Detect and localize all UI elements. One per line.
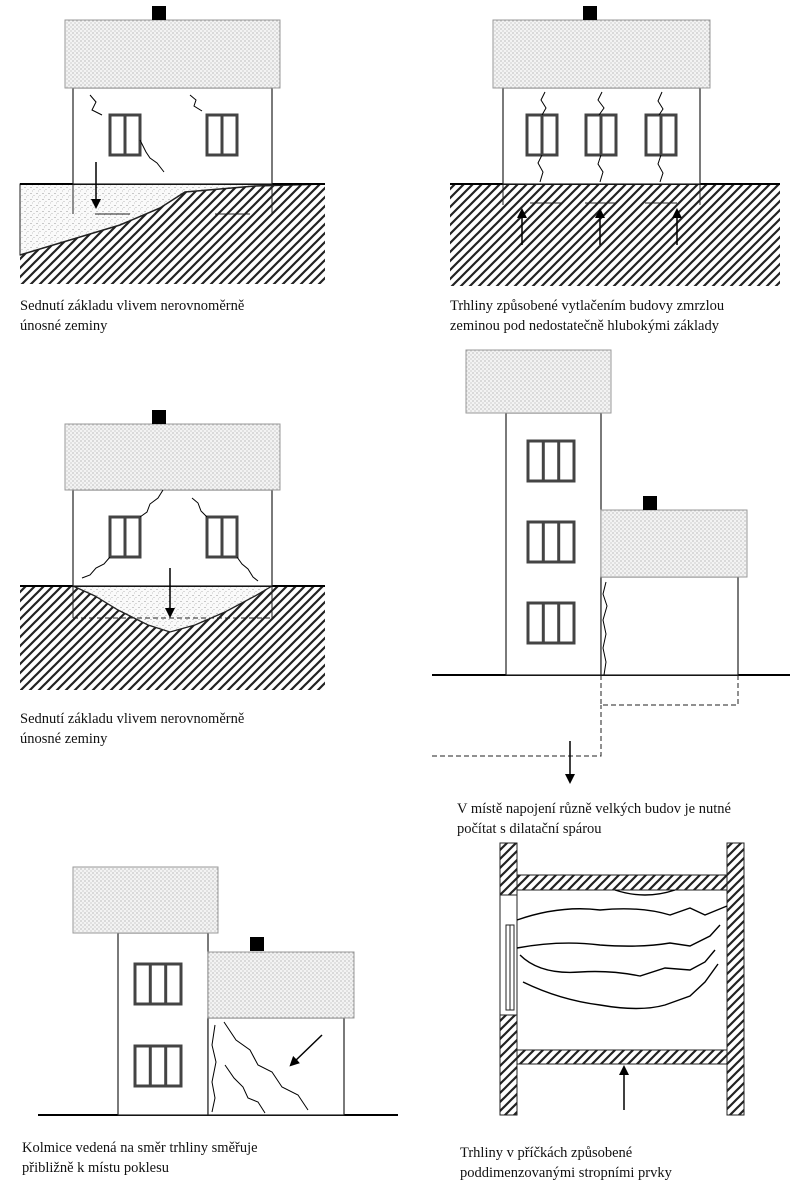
window-icon — [644, 113, 678, 157]
chimney-icon — [583, 6, 597, 20]
chimney-icon — [250, 937, 264, 951]
chimney-icon — [152, 410, 166, 424]
caption-panel5: Kolmice vedená na směr trhliny směřuje p… — [22, 1138, 258, 1178]
caption-line: počítat s dilatační spárou — [457, 821, 602, 837]
caption-line: únosné zeminy — [20, 318, 108, 334]
perpendicular-arrow — [289, 1034, 323, 1067]
caption-line: poddimenzovanými stropními prvky — [460, 1165, 672, 1181]
window-icon — [205, 113, 239, 157]
caption-line: Trhliny způsobené vytlačením budovy zmrz… — [450, 298, 725, 314]
caption-panel4: V místě napojení různě velkých budov je … — [457, 799, 731, 839]
caption-line: přibližně k místu poklesu — [22, 1160, 169, 1176]
panel-frost-heave — [450, 6, 780, 286]
caption-line: V místě napojení různě velkých budov je … — [457, 801, 731, 817]
window-icon — [526, 520, 576, 564]
window-icon — [108, 515, 142, 559]
caption-line: Trhliny v příčkách způsobené — [460, 1145, 633, 1161]
caption-line: Kolmice vedená na směr trhliny směřuje — [22, 1140, 258, 1156]
window-icon — [584, 113, 618, 157]
panel-uneven-settlement-slope — [19, 6, 326, 284]
window-icon — [108, 113, 142, 157]
chimney-icon — [643, 496, 657, 510]
panel-partition-cracks — [499, 842, 745, 1116]
panel-dilatation-joint — [432, 349, 790, 784]
caption-line: únosné zeminy — [20, 731, 108, 747]
window-icon — [133, 962, 183, 1006]
caption-line: zeminou pod nedostatečně hlubokými zákla… — [450, 318, 719, 334]
panel-uneven-settlement-lens — [20, 410, 325, 690]
window-icon — [526, 601, 576, 645]
caption-line: Sednutí základu vlivem nerovnoměrně — [20, 298, 245, 314]
window-icon — [133, 1044, 183, 1088]
window-icon — [525, 113, 559, 157]
window-icon — [526, 439, 576, 483]
window-icon — [205, 515, 239, 559]
panel-crack-direction — [38, 866, 398, 1116]
caption-panel3: Sednutí základu vlivem nerovnoměrně únos… — [20, 709, 244, 749]
caption-line: Sednutí základu vlivem nerovnoměrně — [20, 711, 245, 727]
chimney-icon — [152, 6, 166, 20]
caption-panel1: Sednutí základu vlivem nerovnoměrně únos… — [20, 296, 244, 336]
caption-panel6: Trhliny v příčkách způsobené poddimenzov… — [460, 1143, 672, 1183]
caption-panel2: Trhliny způsobené vytlačením budovy zmrz… — [450, 296, 724, 336]
